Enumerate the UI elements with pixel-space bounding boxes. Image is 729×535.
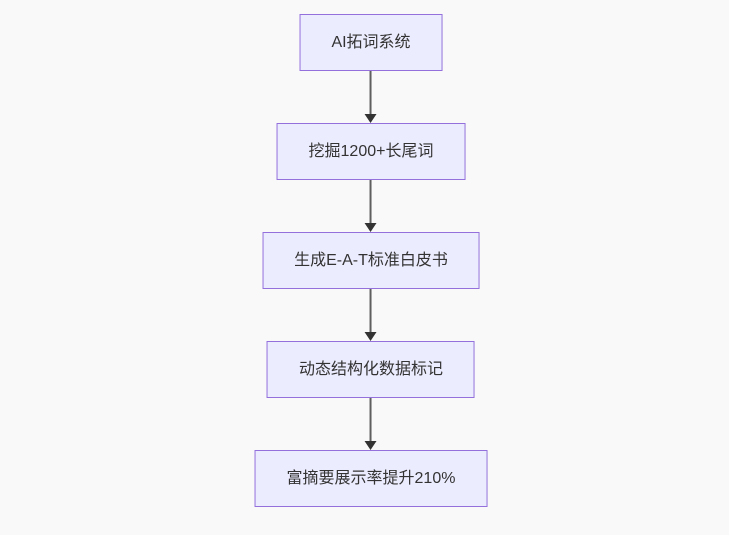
flowchart: AI拓词系统 挖掘1200+长尾词 生成E-A-T标准白皮书 动态结构化数据标记… — [254, 14, 488, 507]
flow-node-rich-snippet-rate: 富摘要展示率提升210% — [254, 450, 488, 507]
node-label: 挖掘1200+长尾词 — [308, 142, 434, 160]
flow-node-ai-word-expansion: AI拓词系统 — [299, 14, 443, 71]
arrow-down-3 — [365, 289, 377, 341]
arrow-down-1 — [365, 71, 377, 123]
arrow-head-icon — [365, 114, 377, 123]
node-label: 生成E-A-T标准白皮书 — [294, 251, 448, 269]
arrow-head-icon — [365, 223, 377, 232]
flow-node-structured-data-markup: 动态结构化数据标记 — [266, 341, 475, 398]
node-label: AI拓词系统 — [331, 33, 411, 51]
arrow-down-2 — [365, 180, 377, 232]
arrow-line — [370, 289, 372, 332]
arrow-down-4 — [365, 398, 377, 450]
arrow-head-icon — [365, 332, 377, 341]
arrow-line — [370, 398, 372, 441]
node-label: 动态结构化数据标记 — [298, 360, 443, 378]
arrow-line — [370, 180, 372, 223]
flow-node-eat-whitepaper: 生成E-A-T标准白皮书 — [262, 232, 480, 289]
arrow-head-icon — [365, 441, 377, 450]
arrow-line — [370, 71, 372, 114]
flow-node-longtail-keywords: 挖掘1200+长尾词 — [276, 123, 466, 180]
node-label: 富摘要展示率提升210% — [286, 469, 456, 487]
